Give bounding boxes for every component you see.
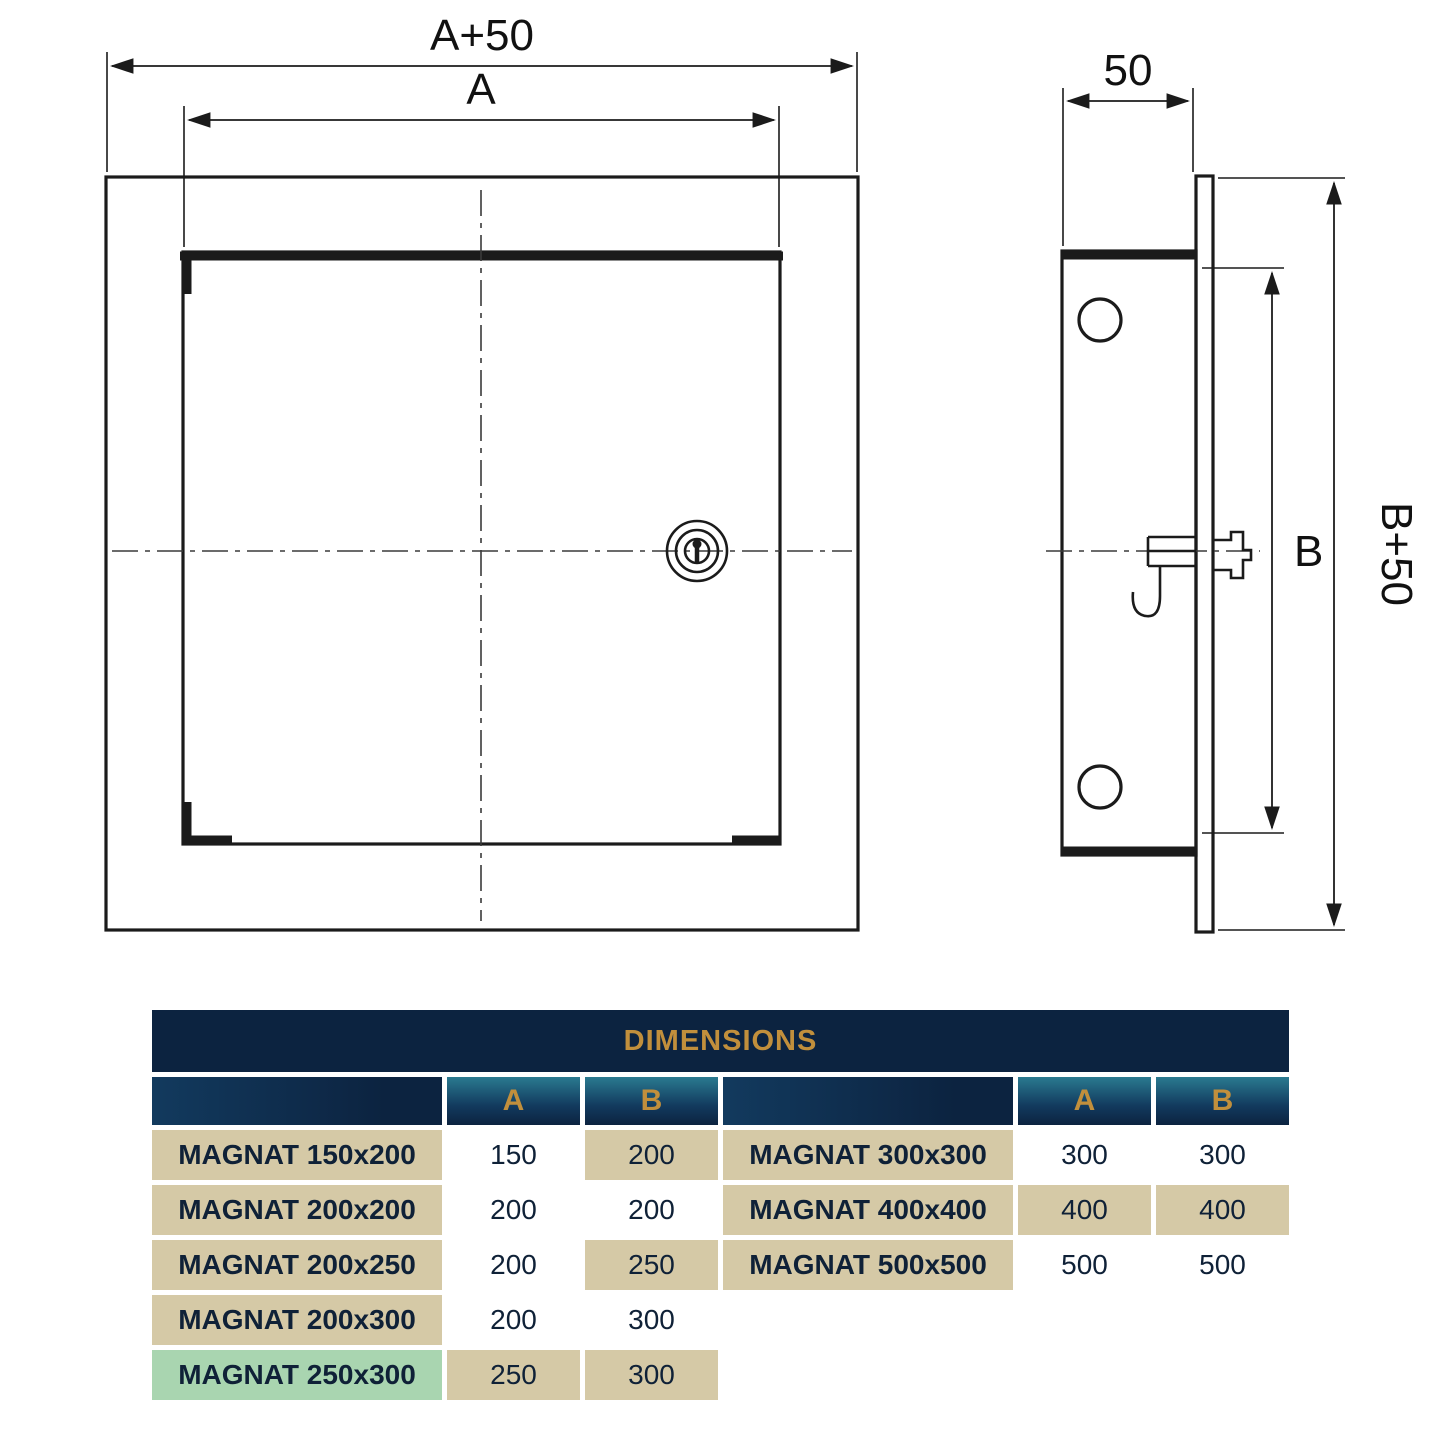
subheader-spacer-left [152,1077,442,1125]
dimension-a: A [183,65,780,247]
column-header-b-right: B [1156,1077,1289,1125]
table-grid: A B A B MAGNAT 150x200 150 200 MAGNAT 30… [152,1077,1289,1400]
dim-b-cell: 200 [585,1130,718,1180]
outer-frame [104,175,860,932]
dim-b-cell: 300 [585,1295,718,1345]
dimension-b: B [1202,267,1323,834]
dim-b-cell: 300 [585,1350,718,1400]
model-name-cell: MAGNAT 150x200 [152,1130,442,1180]
dim-label-50: 50 [1104,46,1153,95]
flange-plate [1194,174,1215,934]
dimension-b-plus-50: B+50 [1218,177,1421,931]
model-name-cell: MAGNAT 200x200 [152,1185,442,1235]
magnet-hole-top [1077,297,1123,343]
lock-icon [665,519,729,583]
dim-a-cell: 200 [447,1240,580,1290]
column-header-a-left: A [447,1077,580,1125]
empty-cell [1018,1350,1151,1400]
dim-a-cell: 500 [1018,1240,1151,1290]
dim-a-cell: 300 [1018,1130,1151,1180]
front-view: A+50 A [104,11,860,932]
empty-cell [723,1295,1013,1345]
column-header-a-right: A [1018,1077,1151,1125]
dim-label-a-plus-50: A+50 [430,11,534,60]
dimensions-table: DIMENSIONS A B A B MAGNAT 150x200 150 20… [152,1010,1289,1400]
magnet-hole-bottom [1077,764,1123,810]
door-profile [1060,249,1198,857]
model-name-cell: MAGNAT 200x300 [152,1295,442,1345]
dim-b-cell: 400 [1156,1185,1289,1235]
latch-mechanism [1131,530,1253,618]
dim-label-b-plus-50: B+50 [1372,502,1421,606]
dim-b-cell: 250 [585,1240,718,1290]
side-view: 50 B B+50 [1046,46,1421,934]
dim-a-cell: 400 [1018,1185,1151,1235]
model-name-cell: MAGNAT 200x250 [152,1240,442,1290]
table-title: DIMENSIONS [152,1010,1289,1072]
dimension-a-plus-50: A+50 [106,11,858,172]
empty-cell [723,1350,1013,1400]
subheader-spacer-right [723,1077,1013,1125]
dim-b-cell: 500 [1156,1240,1289,1290]
dim-a-cell: 150 [447,1130,580,1180]
model-name-cell: MAGNAT 300x300 [723,1130,1013,1180]
dim-b-cell: 300 [1156,1130,1289,1180]
model-name-cell: MAGNAT 500x500 [723,1240,1013,1290]
model-name-cell-highlighted: MAGNAT 250x300 [152,1350,442,1400]
empty-cell [1018,1295,1151,1345]
dim-label-a: A [466,65,496,114]
empty-cell [1156,1295,1289,1345]
dim-label-b: B [1294,527,1323,576]
dim-a-cell: 200 [447,1185,580,1235]
column-header-b-left: B [585,1077,718,1125]
dim-a-cell: 250 [447,1350,580,1400]
model-name-cell: MAGNAT 400x400 [723,1185,1013,1235]
dim-b-cell: 200 [585,1185,718,1235]
dimension-50: 50 [1062,46,1194,246]
dim-a-cell: 200 [447,1295,580,1345]
empty-cell [1156,1350,1289,1400]
technical-drawing: A+50 A [104,11,1421,934]
